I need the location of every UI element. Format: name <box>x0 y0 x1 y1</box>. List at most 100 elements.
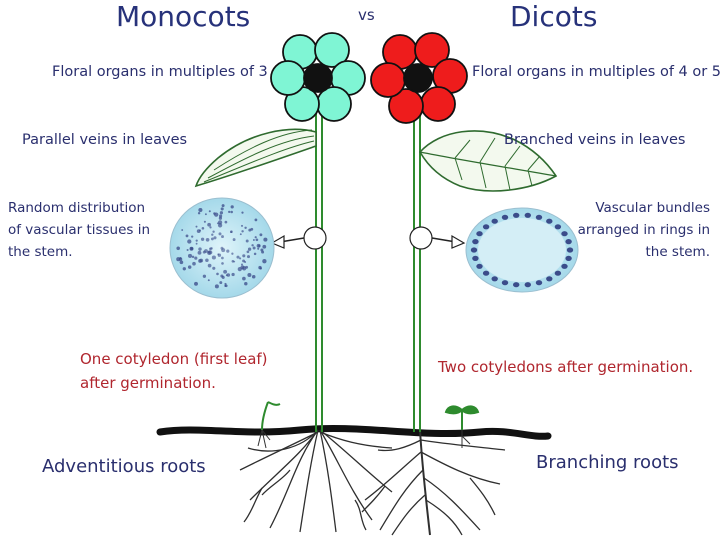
dicot-vascular-bundle <box>565 255 572 261</box>
monocot-vascular-bundle <box>186 248 189 252</box>
dicot-stem-label-1: Vascular bundles <box>595 200 710 216</box>
monocot-vascular-bundle <box>209 247 212 251</box>
monocot-vascular-bundle <box>254 236 257 239</box>
monocot-vascular-bundle <box>251 274 256 279</box>
dicot-vascular-bundle <box>513 282 520 288</box>
monocot-vascular-bundle <box>205 237 210 242</box>
monocot-flower <box>270 32 366 122</box>
dicot-vascular-bundle <box>476 231 483 237</box>
monocot-vascular-bundle <box>240 263 244 266</box>
monocot-cotyledon-label-2: after germination. <box>80 374 216 392</box>
monocot-vascular-bundle <box>224 220 228 224</box>
monocot-vascular-bundle <box>189 246 194 251</box>
monocot-vascular-bundle <box>194 281 198 286</box>
monocot-vascular-bundle <box>197 250 202 255</box>
monocot-stem-marker <box>303 226 327 250</box>
monocot-vascular-bundle <box>263 237 268 242</box>
monocot-seedling <box>257 401 281 449</box>
dicot-stem-label-3: the stem. <box>645 244 710 260</box>
monocot-vascular-bundle <box>217 223 223 228</box>
monocot-floral-label: Floral organs in multiples of 3 <box>52 64 268 80</box>
monocot-vascular-bundle <box>185 234 189 238</box>
dicot-vascular-bundle <box>561 263 568 269</box>
monocot-vascular-bundle <box>252 246 256 250</box>
monocot-vascular-bundle <box>252 239 255 241</box>
dicot-seedling <box>444 405 480 448</box>
dicot-vascular-bundle <box>554 224 562 230</box>
monocot-vascular-bundle <box>223 269 228 274</box>
dicot-stem-marker <box>409 226 433 250</box>
monocots-title: Monocots <box>116 0 251 33</box>
monocot-vascular-bundle <box>219 214 223 218</box>
dicot-vascular-bundle <box>476 263 483 269</box>
monocot-vascular-bundle <box>197 212 201 215</box>
monocot-vascular-bundle <box>254 218 258 222</box>
dicot-vascular-bundle <box>491 276 498 282</box>
monocot-vascular-bundle <box>182 267 186 271</box>
monocot-vascular-bundle <box>247 247 252 251</box>
monocot-vascular-bundle <box>217 253 220 256</box>
monocot-vascular-bundle <box>236 255 240 259</box>
monocot-vascular-bundle <box>212 266 216 270</box>
monocot-vascular-bundle <box>195 239 198 242</box>
monocot-vascular-bundle <box>239 233 242 236</box>
monocot-vascular-bundle <box>247 272 252 278</box>
monocot-roots-label: Adventitious roots <box>42 456 206 477</box>
monocot-vascular-bundle <box>208 250 213 255</box>
dicot-vascular-bundle <box>513 212 520 218</box>
monocot-vascular-bundle <box>225 284 228 288</box>
monocot-vascular-bundle <box>201 227 205 230</box>
dicot-vascular-bundle <box>501 214 509 220</box>
monocot-vascular-bundle <box>244 260 247 264</box>
dicot-vascular-bundle <box>482 224 490 230</box>
monocot-vascular-bundle <box>198 207 203 213</box>
monocot-vascular-bundle <box>216 222 219 225</box>
monocot-vascular-bundle <box>230 205 234 209</box>
monocot-vascular-bundle <box>187 239 192 244</box>
monocot-vascular-bundle <box>213 236 217 240</box>
dicot-vascular-bundle <box>554 270 562 276</box>
monocot-cotyledon-label-1: One cotyledon (first leaf) <box>80 350 268 368</box>
monocot-vascular-bundle <box>253 252 257 256</box>
monocot-vascular-bundle <box>230 230 233 234</box>
monocot-vascular-bundle <box>244 226 247 230</box>
monocot-vascular-bundle <box>221 256 224 260</box>
monocot-vascular-bundle <box>262 244 267 249</box>
monocot-stem-label-2: of vascular tissues in <box>8 222 151 238</box>
monocot-vascular-bundle <box>218 232 222 236</box>
monocot-vascular-bundle <box>195 225 198 228</box>
dicot-section-arrow <box>431 234 466 249</box>
monocot-vascular-bundle <box>210 237 214 241</box>
monocot-vascular-bundle <box>220 246 224 250</box>
monocot-vascular-bundle <box>221 262 224 265</box>
monocot-vascular-bundle <box>211 233 214 236</box>
monocot-vascular-bundle <box>228 210 231 214</box>
monocot-vascular-bundle <box>198 247 202 251</box>
monocot-vascular-bundle <box>207 263 212 268</box>
monocot-vascular-bundle <box>242 276 246 281</box>
vs-label: vs <box>358 6 375 24</box>
dicot-vascular-bundle <box>546 218 553 224</box>
monocot-vascular-bundle <box>240 224 244 227</box>
dicot-stem-section <box>465 207 579 293</box>
monocot-vascular-bundle <box>221 204 225 208</box>
monocot-vascular-bundle <box>176 246 180 251</box>
monocot-vascular-bundle <box>239 257 242 260</box>
monocot-vascular-bundle <box>241 230 244 233</box>
monocot-vascular-bundle <box>250 227 254 231</box>
dicot-cotyledon-label: Two cotyledons after germination. <box>438 358 694 376</box>
monocot-vascular-bundle <box>194 256 198 260</box>
monocot-vascular-bundle <box>244 281 248 286</box>
dicot-flower <box>370 32 468 124</box>
monocot-vascular-bundle <box>258 244 261 247</box>
dicots-title: Dicots <box>510 0 598 33</box>
monocot-vascular-bundle <box>209 226 212 229</box>
dicot-vascular-bundle <box>491 218 498 224</box>
monocot-vascular-bundle <box>251 244 254 247</box>
monocot-vascular-bundle <box>207 222 211 227</box>
monocot-vascular-bundle <box>225 274 228 277</box>
monocot-vascular-bundle <box>202 274 207 278</box>
monocot-vascular-bundle <box>232 238 236 242</box>
